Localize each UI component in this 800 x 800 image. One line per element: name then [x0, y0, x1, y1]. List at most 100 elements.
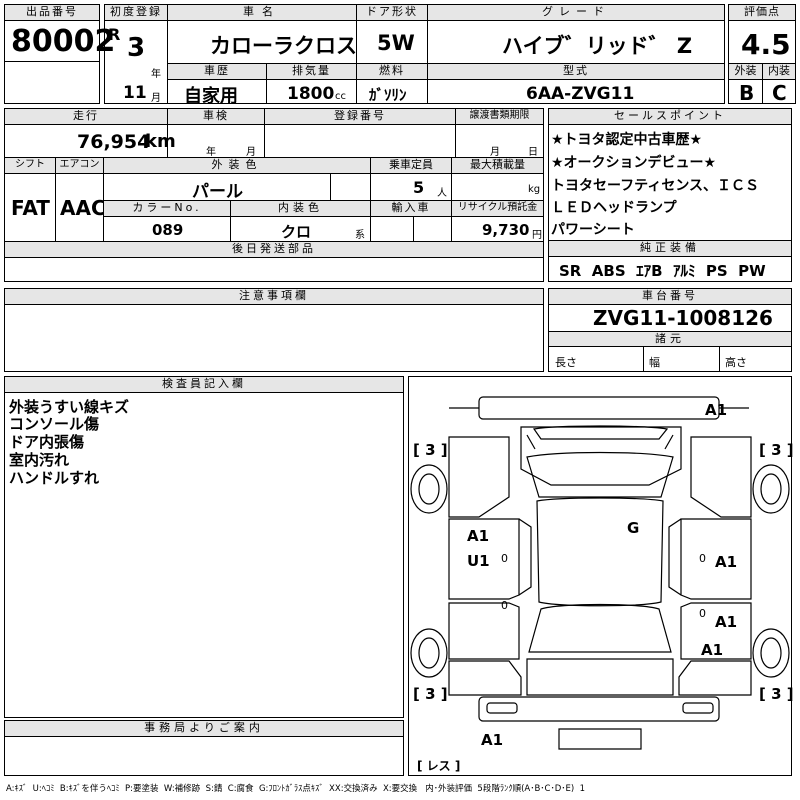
capacity-label: 乗車定員	[371, 158, 451, 174]
int-color-unit: 系	[355, 230, 365, 241]
mark-left-door-u: U1	[467, 552, 490, 570]
door: 5W	[377, 31, 415, 55]
history: 自家用	[184, 86, 238, 107]
sales-point-4: ＬＥＤヘッドランプ	[551, 200, 677, 216]
ac: AAC	[60, 196, 106, 220]
sales-point-2: ★オークションデビュー★	[551, 155, 717, 171]
mark-left-door-a: A1	[467, 527, 490, 545]
office-box: 事務局よりご案内	[4, 720, 404, 776]
model: 6AA-ZVG11	[526, 84, 635, 104]
color-no-cell: カラーNo. 089	[103, 200, 231, 242]
import-divider	[413, 216, 414, 241]
color-divider	[330, 173, 331, 200]
recycle-label: リサイクル預託金	[452, 201, 543, 217]
sales-points-label: セールスポイント	[549, 109, 791, 125]
fuel: ｶﾞｿﾘﾝ	[369, 86, 407, 104]
model-cell: 型式 6AA-ZVG11	[427, 63, 725, 104]
max-load-unit: kg	[528, 184, 541, 195]
reg-label: 登録番号	[265, 109, 455, 125]
sales-point-5: パワーシート	[551, 222, 635, 238]
mark-roof: G	[627, 519, 640, 537]
score-label: 評価点	[729, 5, 795, 21]
ext-grade: B	[739, 81, 755, 105]
transfer-month: 月	[490, 147, 500, 158]
shift: FAT	[11, 196, 50, 220]
inspection-month: 月	[246, 147, 256, 158]
mark-right-front-tire: [ 3 ]	[759, 441, 794, 459]
color-label: 外装色	[104, 158, 370, 174]
history-label: 車歴	[168, 64, 266, 80]
equipment-label: 純正装備	[549, 241, 791, 257]
lot-empty-cell	[4, 61, 100, 104]
shift-cell: シフト FAT	[4, 157, 56, 242]
width-label: 幅	[649, 356, 660, 369]
transfer-label: 譲渡書類期限	[456, 109, 543, 125]
grade-cell: グレード ハイブ゛リッド゛ Z	[427, 4, 725, 64]
chassis-label: 車台番号	[549, 289, 791, 305]
car-diagram	[410, 396, 790, 750]
displacement-cell: 排気量 1800 cc	[266, 63, 357, 104]
chassis-divider	[549, 331, 791, 332]
header-block: 出品番号 80002 初度登録 R 3 年 11 月 車名 カローラクロス ドア…	[4, 4, 800, 107]
mark-zero-1: 0	[501, 552, 508, 565]
mark-right-rear-tire: [ 3 ]	[759, 685, 794, 703]
recycle-unit: 円	[532, 230, 542, 241]
transfer-day: 日	[528, 147, 538, 158]
spec-label: 諸元	[549, 332, 791, 347]
capacity-unit: 人	[437, 188, 447, 199]
height-label: 高さ	[725, 356, 747, 369]
recycle: 9,730	[482, 221, 530, 239]
door-cell: ドア形状 5W	[356, 4, 428, 64]
mileage-label: 走行	[5, 109, 167, 125]
door-label: ドア形状	[357, 5, 427, 21]
inspection-label: 車検	[168, 109, 264, 125]
mark-right-door-front: A1	[715, 553, 738, 571]
notes-box: 注意事項欄	[4, 288, 544, 372]
transfer-cell: 譲渡書類期限 月 日	[455, 108, 544, 158]
sales-point-1: ★トヨタ認定中古車歴★	[551, 132, 703, 148]
chassis-box: 車台番号 ZVG11-1008126 諸元 長さ 幅 高さ	[548, 288, 792, 372]
reg-number-cell: 登録番号	[264, 108, 456, 158]
recycle-cell: リサイクル預託金 9,730 円	[451, 200, 544, 242]
lot-number: 80002	[11, 24, 116, 59]
sales-point-3: トヨタセーフティセンス、ＩＣＳ	[551, 178, 760, 194]
model-label: 型式	[428, 64, 724, 80]
displacement-unit: cc	[335, 91, 346, 102]
max-load-label: 最大積載量	[452, 158, 543, 174]
notes-label: 注意事項欄	[5, 289, 543, 305]
mark-left-front-tire: [ 3 ]	[413, 441, 448, 459]
ac-label: エアコン	[56, 158, 103, 174]
capacity-cell: 乗車定員 5 人	[370, 157, 452, 201]
mark-zero-2: 0	[501, 599, 508, 612]
later-parts-cell: 後日発送部品	[4, 241, 544, 282]
mark-right-rear-fender: A1	[701, 641, 724, 659]
color-no-label: カラーNo.	[104, 201, 230, 217]
legend: A:ｷｽﾞ U:ﾍｺﾐ B:ｷｽﾞを伴うﾍｺﾐ P:要塗装 W:補修跡 S:錆 …	[6, 784, 586, 794]
int-grade: C	[772, 81, 787, 105]
ext-label: 外装	[729, 64, 762, 80]
color-no: 089	[152, 221, 184, 239]
ac-cell: エアコン AAC	[55, 157, 106, 242]
reg-month: 11	[123, 83, 147, 103]
inspector-line-3: ドア内張傷	[9, 433, 85, 451]
int-color: クロ	[281, 223, 312, 241]
int-color-cell: 内装色 クロ 系	[230, 200, 371, 242]
int-grade-cell: 内装 C	[762, 63, 796, 105]
reg-year: 3	[127, 33, 146, 63]
color-cell: 外装色 パール	[103, 157, 371, 202]
int-color-label: 内装色	[231, 201, 370, 217]
inspector-line-1: 外装うすい線キズ	[9, 398, 130, 416]
score: 4.5	[741, 28, 791, 61]
inspector-line-2: コンソール傷	[9, 415, 100, 433]
inspector-line-4: 室内汚れ	[9, 451, 70, 469]
mileage-cell: 走行 76,954 km	[4, 108, 176, 158]
grade: ハイブ゛リッド゛ Z	[502, 34, 693, 58]
import-cell: 輸入車	[370, 200, 452, 242]
first-reg-cell: 初度登録 R 3 年 11 月	[104, 4, 168, 104]
import-label: 輸入車	[371, 201, 451, 217]
shift-label: シフト	[5, 158, 55, 174]
spec-div-2	[719, 347, 720, 371]
month-unit: 月	[151, 93, 161, 104]
inspection-year: 年	[206, 147, 216, 158]
era: R	[108, 25, 121, 44]
